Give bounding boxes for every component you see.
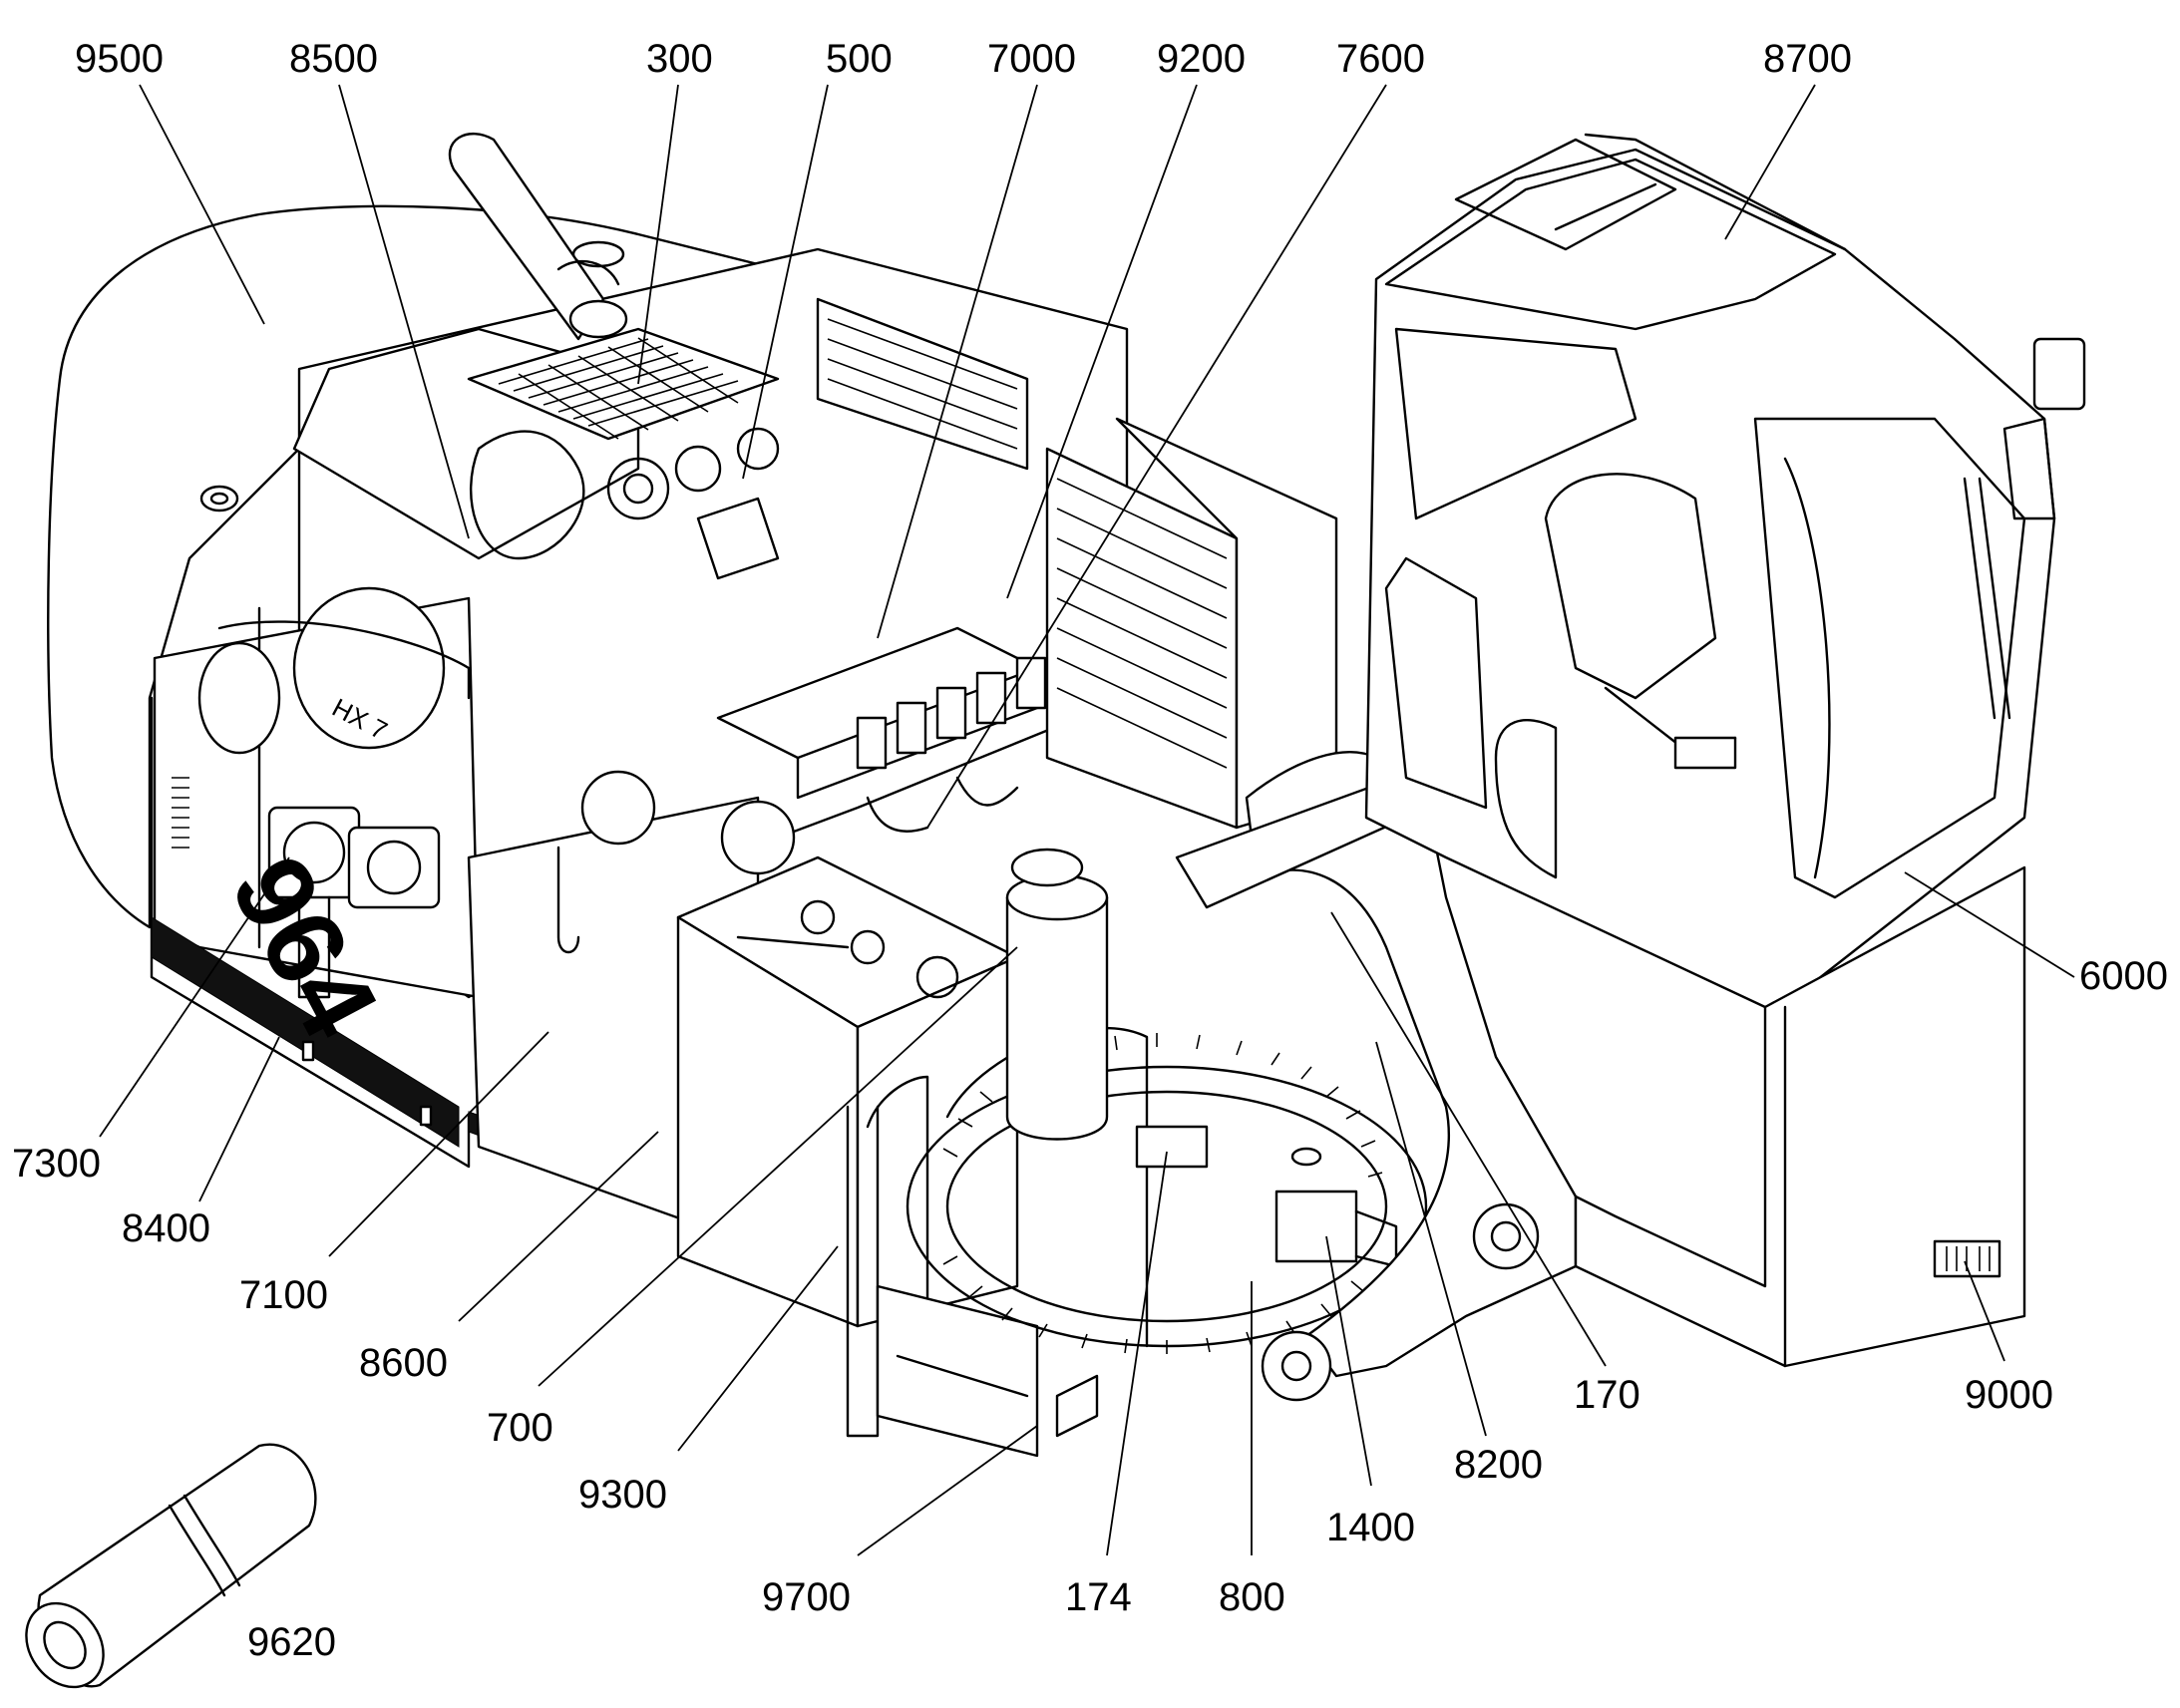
callout-9300: 9300 [578,1473,667,1517]
callout-9620: 9620 [247,1620,336,1664]
swing-ring [906,848,1428,1354]
hydraulic-pump [267,806,441,999]
leader-7000 [877,84,1038,639]
callout-174: 174 [1065,1575,1132,1619]
callout-700: 700 [487,1406,553,1450]
leader-300 [637,84,679,385]
callout-1400: 1400 [1326,1506,1415,1549]
leader-lines [99,84,2075,1556]
callout-7000: 7000 [987,37,1076,81]
callout-300: 300 [646,37,713,81]
leader-9700 [857,1425,1038,1556]
callout-8500: 8500 [289,37,378,81]
leader-9300 [677,1245,839,1452]
leader-700 [538,946,1018,1387]
tank-group [467,770,1019,1328]
leader-7100 [328,1031,549,1257]
leader-174 [1106,1151,1168,1556]
cab [1364,133,2086,1368]
leader-1400 [1325,1235,1372,1487]
callout-7600: 7600 [1336,37,1425,81]
callout-6000: 6000 [2079,954,2168,998]
leader-8600 [458,1131,659,1322]
tool-roll-9620 [25,1443,317,1689]
callout-170: 170 [1574,1373,1640,1417]
callout-9700: 9700 [762,1575,851,1619]
callout-8600: 8600 [359,1341,448,1385]
callout-8700: 8700 [1763,37,1852,81]
leader-170 [1330,911,1607,1367]
leader-500 [742,84,829,480]
radiator-block [1045,417,1338,830]
callout-7300: 7300 [12,1142,101,1186]
callout-7100: 7100 [239,1273,328,1317]
leader-9200 [1006,84,1198,599]
callout-500: 500 [826,37,893,81]
callout-800: 800 [1219,1575,1285,1619]
leader-7300 [99,856,290,1138]
leader-7600 [926,84,1387,829]
cab-base-vent [1933,1239,2001,1278]
leader-9000 [1964,1260,2005,1362]
callout-9000: 9000 [1965,1373,2053,1417]
exhaust-pipe [448,132,628,341]
callout-8400: 8400 [122,1206,210,1250]
callout-9500: 9500 [75,37,164,81]
leader-8400 [198,1036,280,1202]
vent-grill [172,777,189,849]
callout-9200: 9200 [1157,37,1246,81]
engine-compartment [292,132,1338,999]
leader-8500 [338,84,470,539]
leader-6000 [1904,871,2075,978]
leader-8200 [1375,1041,1487,1437]
callout-8200: 8200 [1454,1443,1543,1487]
leader-9500 [139,84,265,325]
callouts: 9500 8500 300 500 7000 9200 7600 8700 60… [12,37,2168,1664]
engine-hood-mesh [467,327,780,441]
leader-8700 [1724,84,1816,240]
